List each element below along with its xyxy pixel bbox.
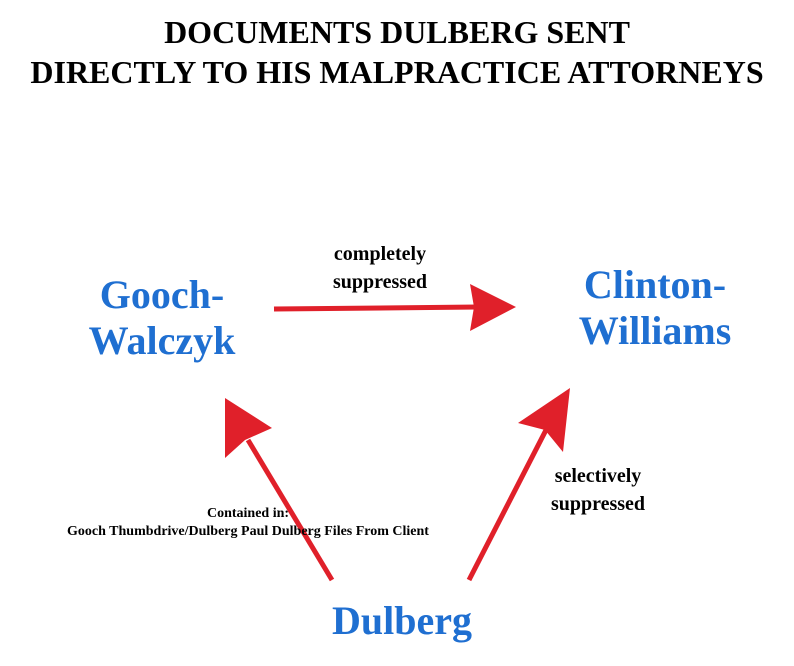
node-gooch-walczyk: Gooch- Walczyk: [62, 272, 262, 364]
arrow-dulberg-to-gooch-head: [225, 398, 272, 458]
arrow-dulberg-to-gooch: [225, 398, 335, 582]
edge-label-gooch-to-clinton: completely suppressed: [300, 240, 460, 296]
edge-label-gooch-to-clinton-line-1: completely: [333, 243, 427, 265]
arrow-gooch-to-clinton-shaft: [273, 304, 479, 312]
edge-label-dulberg-to-gooch: Contained in: Gooch Thumbdrive/Dulberg P…: [18, 505, 478, 541]
edge-label-dulberg-to-clinton-line-2: suppressed: [550, 493, 646, 515]
node-dulberg: Dulberg: [302, 598, 502, 644]
page-title-line-2: DIRECTLY TO HIS MALPRACTICE ATTORNEYS: [30, 54, 764, 90]
node-gooch-walczyk-line-2: Walczyk: [88, 318, 236, 363]
edge-label-dulberg-to-gooch-line-2: Gooch Thumbdrive/Dulberg Paul Dulberg Fi…: [67, 524, 429, 539]
edge-label-dulberg-to-clinton: selectively suppressed: [528, 462, 668, 518]
node-clinton-williams-line-1: Clinton-: [583, 262, 727, 307]
arrow-gooch-to-clinton-head: [470, 284, 516, 331]
arrow-gooch-to-clinton: [273, 284, 516, 331]
arrow-dulberg-to-clinton-shaft: [466, 428, 549, 582]
node-gooch-walczyk-line-1: Gooch-: [99, 272, 225, 317]
arrow-dulberg-to-clinton: [466, 388, 570, 582]
node-clinton-williams: Clinton- Williams: [530, 262, 780, 354]
edge-label-dulberg-to-clinton-line-1: selectively: [554, 465, 642, 487]
node-clinton-williams-line-2: Williams: [578, 308, 732, 353]
arrow-dulberg-to-gooch-shaft: [245, 438, 335, 582]
page-title-line-1: DOCUMENTS DULBERG SENT: [164, 14, 630, 50]
node-dulberg-line-1: Dulberg: [332, 598, 472, 643]
arrow-dulberg-to-clinton-head: [518, 388, 570, 452]
edge-label-dulberg-to-gooch-line-1: Contained in:: [206, 506, 290, 521]
edge-label-gooch-to-clinton-line-2: suppressed: [332, 271, 428, 293]
